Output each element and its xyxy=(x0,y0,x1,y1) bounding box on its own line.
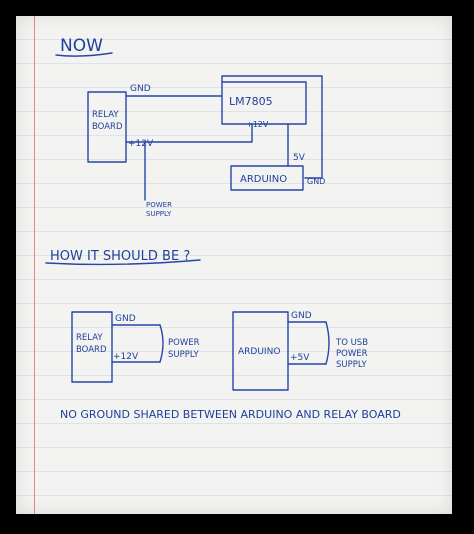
power-supply-brace xyxy=(159,324,164,363)
gnd-loop-wire xyxy=(221,75,323,179)
lm7805-label: LM7805 xyxy=(229,95,273,108)
five-v-label: 5V xyxy=(293,153,306,163)
now-title-underline xyxy=(55,52,113,57)
arduino-box-now xyxy=(230,165,304,191)
gnd-arduino-label-2: GND xyxy=(291,311,312,321)
arduino-label-2: ARDUINO xyxy=(238,347,280,357)
gnd-arduino-label-now: GND xyxy=(307,177,325,186)
usb-supply-brace xyxy=(325,321,330,365)
lm7805-box xyxy=(221,81,307,125)
arduino-box-2 xyxy=(232,311,289,391)
plus12v-reg-label: +12V xyxy=(246,120,269,129)
plus12v-relay-label: +12V xyxy=(113,352,139,362)
relay-board-box xyxy=(87,91,127,163)
gnd-relay-label: GND xyxy=(115,314,136,324)
relay-board-box-2 xyxy=(71,311,113,383)
plus12v-wire xyxy=(125,123,253,143)
plus5v-arduino-label: +5V xyxy=(290,353,310,363)
relay-board-label: RELAY xyxy=(92,110,119,120)
now-title: NOW xyxy=(60,36,103,56)
margin-line xyxy=(34,16,35,514)
should-title-underline xyxy=(45,259,201,266)
plus12v-left-label: +12V xyxy=(128,139,154,149)
gnd-top-label: GND xyxy=(130,84,151,94)
arduino-label-now: ARDUINO xyxy=(240,174,287,185)
note-text: NO GROUND SHARED BETWEEN ARDUINO AND REL… xyxy=(60,408,401,421)
should-title: HOW IT SHOULD BE ? xyxy=(50,249,190,264)
